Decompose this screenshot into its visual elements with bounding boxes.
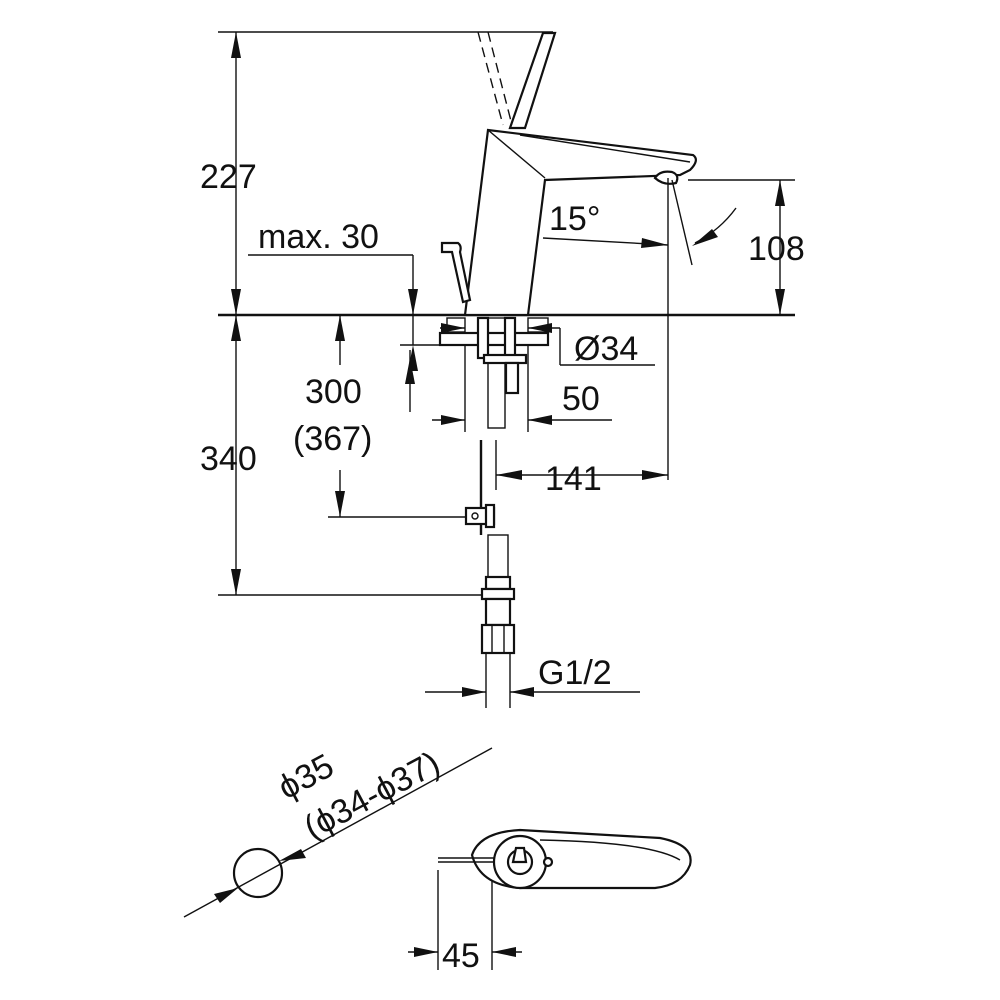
dim-227 — [218, 31, 553, 315]
label-227: 227 — [200, 158, 257, 196]
label-367: (367) — [293, 420, 372, 458]
dim-hole — [183, 747, 493, 918]
dim-300 — [328, 315, 475, 518]
dim-45 — [408, 870, 522, 970]
lever-handle — [508, 31, 557, 130]
label-108: 108 — [748, 230, 805, 268]
dim-141 — [495, 440, 668, 490]
label-340: 340 — [200, 440, 257, 478]
label-max30: max. 30 — [258, 218, 379, 256]
popup-rod — [464, 440, 496, 535]
flex-hose — [480, 534, 516, 708]
label-15deg: 15° — [549, 200, 600, 238]
label-45: 45 — [442, 937, 480, 975]
deck-section — [438, 316, 550, 429]
lever-handle-alt — [477, 31, 513, 126]
faucet-top-view — [438, 828, 692, 890]
dim-g12 — [425, 687, 640, 697]
dim-d34 — [440, 323, 655, 366]
label-141: 141 — [545, 460, 602, 498]
label-50: 50 — [562, 380, 600, 418]
dim-50 — [405, 345, 612, 432]
dim-angle — [542, 178, 737, 480]
dim-340 — [218, 315, 485, 596]
label-300: 300 — [305, 373, 362, 411]
label-g12: G1/2 — [538, 654, 612, 692]
label-d34: Ø34 — [574, 330, 638, 368]
dim-108 — [688, 179, 795, 315]
dim-max30 — [248, 254, 465, 371]
faucet-body — [440, 128, 697, 317]
